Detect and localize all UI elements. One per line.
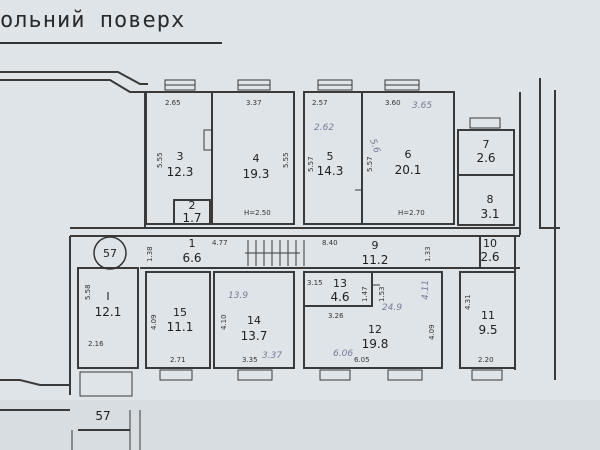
room-12-area: 19.8 bbox=[362, 337, 389, 351]
dim-label: 5.57 bbox=[366, 156, 374, 172]
circle-label: 57 bbox=[103, 247, 117, 260]
room-10-area: 2.6 bbox=[480, 250, 499, 264]
street-lines bbox=[0, 409, 141, 450]
dim-label: 4.09 bbox=[428, 324, 436, 340]
room-3-area: 12.3 bbox=[167, 165, 194, 179]
dim-label: 1.47 bbox=[361, 286, 369, 302]
dim-label: 3.26 bbox=[328, 312, 344, 320]
room-11-number: 11 bbox=[481, 309, 495, 322]
room-I-number: I bbox=[106, 290, 109, 303]
dim-label: 2.16 bbox=[88, 340, 104, 348]
dim-label: 4.10 bbox=[220, 314, 228, 330]
handwritten-note: 6.06 bbox=[333, 349, 353, 359]
dim-label: H=2.50 bbox=[244, 209, 271, 217]
dim-label: 5.55 bbox=[282, 152, 290, 168]
room-10-number: 10 bbox=[483, 237, 497, 250]
handwritten-note: 2.62 bbox=[314, 123, 334, 133]
dim-label: 3.37 bbox=[246, 99, 262, 107]
upper-room-walls bbox=[145, 91, 515, 226]
dim-label: 3.15 bbox=[307, 279, 323, 287]
handwritten-note: 4.11 bbox=[421, 280, 431, 300]
room-1-number: 1 bbox=[189, 237, 196, 250]
room-2-number: 2 bbox=[189, 199, 196, 212]
room-14-number: 14 bbox=[247, 314, 261, 327]
handwritten-notes: 3.65 2.62 13.9 3.37 24.9 4.11 6.06 5.6 bbox=[228, 101, 432, 361]
handwritten-note: 3.37 bbox=[262, 351, 282, 361]
room-13-area: 4.6 bbox=[330, 290, 349, 304]
room-labels: 3 12.3 4 19.3 5 14.3 6 20.1 7 2.6 8 3.1 … bbox=[95, 138, 500, 351]
room-5-number: 5 bbox=[327, 150, 334, 163]
handwritten-note: 24.9 bbox=[382, 303, 402, 313]
dim-label: 2.65 bbox=[165, 99, 181, 107]
room-4-number: 4 bbox=[253, 152, 260, 165]
lower-room-walls bbox=[77, 267, 516, 397]
room-15-number: 15 bbox=[173, 306, 187, 319]
room-5-area: 14.3 bbox=[317, 164, 344, 178]
dim-label: 3.35 bbox=[242, 356, 258, 364]
bottom-paper-area bbox=[0, 400, 600, 450]
dim-label: 1.33 bbox=[424, 246, 432, 262]
dim-label: 4.09 bbox=[150, 314, 158, 330]
dim-label: 2.57 bbox=[312, 99, 328, 107]
dim-label: 8.40 bbox=[322, 239, 338, 247]
top-windows bbox=[164, 79, 501, 129]
room-8-area: 3.1 bbox=[480, 207, 499, 221]
room-9-area: 11.2 bbox=[362, 253, 389, 267]
title-underline bbox=[0, 42, 222, 44]
room-4-area: 19.3 bbox=[243, 167, 270, 181]
dim-label: 4.31 bbox=[464, 294, 472, 310]
room-12-number: 12 bbox=[368, 323, 382, 336]
plan-title: ольний поверх bbox=[0, 8, 186, 33]
corridor-walls bbox=[69, 227, 520, 395]
room-2-area: 1.7 bbox=[182, 211, 201, 225]
room-8-number: 8 bbox=[487, 193, 494, 206]
dimension-labels: 2.65 3.37 2.57 3.60 5.55 5.55 5.57 5.57 … bbox=[84, 99, 494, 364]
room-6-number: 6 bbox=[405, 148, 412, 161]
handwritten-note: 5.6 bbox=[367, 138, 381, 155]
dim-label: 1.53 bbox=[378, 286, 386, 302]
dim-label: 5.55 bbox=[156, 152, 164, 168]
room-9-number: 9 bbox=[372, 239, 379, 252]
room-15-area: 11.1 bbox=[167, 320, 194, 334]
room-I-area: 12.1 bbox=[95, 305, 122, 319]
room-14-area: 13.7 bbox=[241, 329, 268, 343]
dim-label: 4.77 bbox=[212, 239, 228, 247]
dim-label: 5.58 bbox=[84, 284, 92, 300]
room-7-number: 7 bbox=[483, 138, 490, 151]
dim-label: 3.60 bbox=[385, 99, 401, 107]
dim-label: H=2.70 bbox=[398, 209, 425, 217]
room-1-area: 6.6 bbox=[182, 251, 201, 265]
stairs bbox=[245, 240, 305, 266]
handwritten-note: 13.9 bbox=[228, 291, 248, 301]
bottom-windows bbox=[159, 369, 503, 381]
dim-label: 6.05 bbox=[354, 356, 370, 364]
dim-label: 1.38 bbox=[146, 246, 154, 262]
room-7-area: 2.6 bbox=[476, 151, 495, 165]
dim-label: 2.20 bbox=[478, 356, 494, 364]
room-11-area: 9.5 bbox=[478, 323, 497, 337]
dim-label: 2.71 bbox=[170, 356, 186, 364]
room-6-area: 20.1 bbox=[395, 163, 422, 177]
handwritten-note: 3.65 bbox=[412, 101, 432, 111]
bottom-marker-label: 57 bbox=[95, 409, 110, 423]
dim-label: 5.57 bbox=[307, 156, 315, 172]
room-3-number: 3 bbox=[177, 150, 184, 163]
room-13-number: 13 bbox=[333, 277, 347, 290]
marker-circle: 57 bbox=[93, 236, 127, 270]
